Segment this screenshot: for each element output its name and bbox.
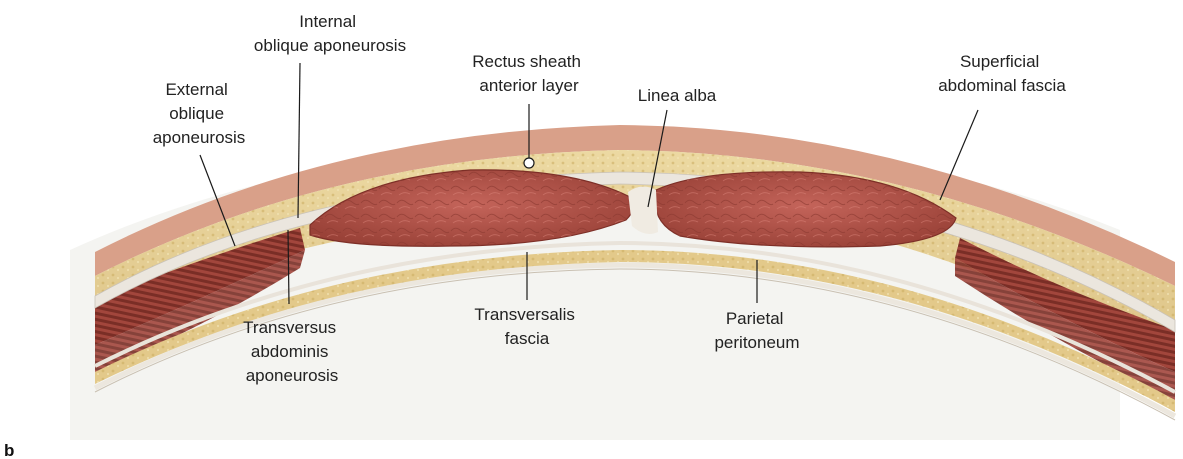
label-external-oblique: External oblique aponeurosis [153,80,246,147]
rectus-sheath-marker [524,158,534,168]
label-internal-oblique: Internal oblique aponeurosis [254,12,406,55]
panel-label: b [4,441,14,459]
label-linea-alba: Linea alba [638,86,717,105]
label-superficial-fascia: Superficial abdominal fascia [938,52,1066,95]
label-rectus-sheath: Rectus sheath anterior layer [472,52,585,95]
label-transversus: Transversus abdominis aponeurosis [243,318,341,385]
